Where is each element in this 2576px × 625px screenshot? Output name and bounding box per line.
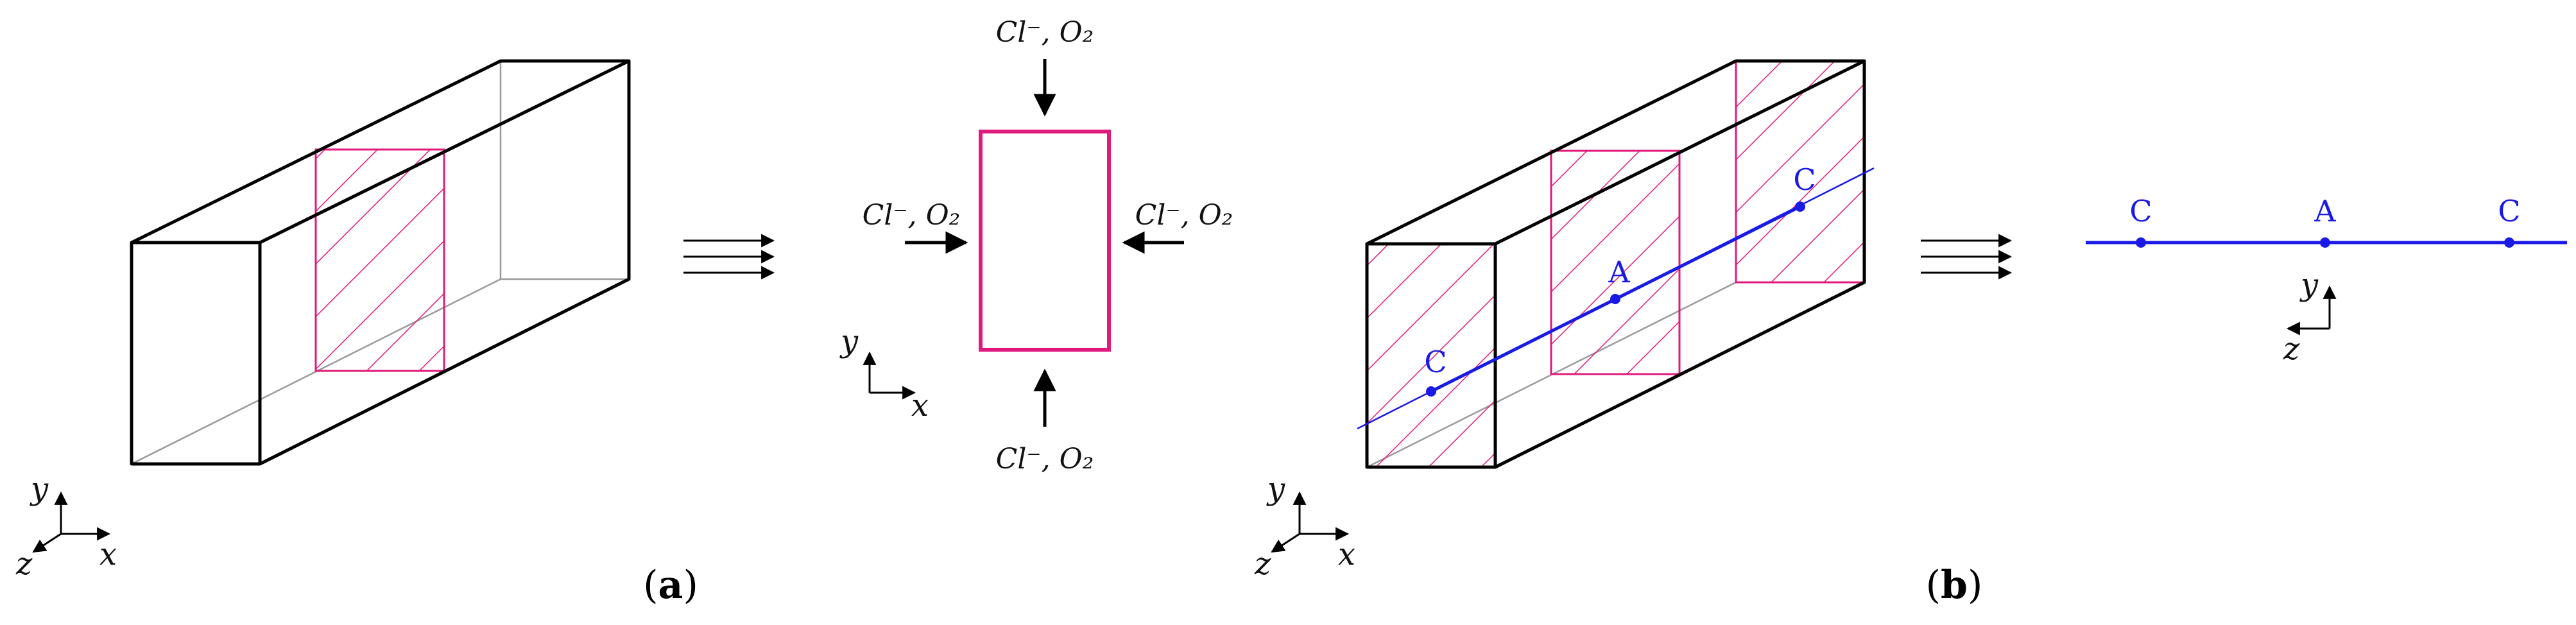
- line-point-label: C: [2498, 194, 2520, 228]
- caption-b: (b): [1926, 563, 1983, 608]
- axis-label-x: x: [99, 536, 117, 572]
- section-axis-x: x: [911, 388, 929, 424]
- flux-label-left: Cl⁻, O₂: [863, 199, 961, 232]
- point-label: C: [1793, 162, 1816, 197]
- point-marker: [2136, 237, 2146, 248]
- flux-label-bottom: Cl⁻, O₂: [996, 443, 1094, 475]
- line-1d: C A C y z: [2086, 194, 2567, 367]
- flux-label-top: Cl⁻, O₂: [996, 16, 1094, 49]
- flux-label-right: Cl⁻, O₂: [1135, 199, 1233, 232]
- transform-arrow-a: [683, 234, 775, 280]
- top-face: [1366, 59, 1866, 246]
- axis-label-y: y: [1266, 471, 1285, 507]
- front-face: [1365, 242, 1497, 469]
- cross-section-2d: Cl⁻, O₂ Cl⁻, O₂ Cl⁻, O₂ Cl⁻, O₂ y x: [839, 16, 1233, 475]
- right-face: [259, 61, 631, 466]
- line-point-label: C: [2129, 194, 2152, 228]
- axes-3d-b: y x z: [1254, 471, 1355, 582]
- front-face: [130, 241, 262, 466]
- prism-b: C A C: [1357, 59, 1875, 469]
- axis-label-y: y: [30, 471, 49, 507]
- line-axis-y: y: [2299, 267, 2319, 303]
- section-axis-y: y: [839, 323, 859, 359]
- point-label: A: [1608, 255, 1630, 289]
- axis-label-z: z: [15, 546, 33, 582]
- top-face: [130, 59, 631, 244]
- axis-label-x: x: [1338, 536, 1355, 572]
- point-marker: [1426, 386, 1436, 397]
- right-face: [1494, 61, 1866, 469]
- point-marker: [2504, 237, 2514, 248]
- point-marker: [2320, 237, 2330, 248]
- prism-a: [130, 59, 631, 466]
- axes-3d-a: y x z: [15, 471, 117, 582]
- line-point-label: A: [2314, 194, 2336, 228]
- transform-arrow-b: [1921, 234, 2013, 280]
- line-axis-z: z: [2283, 331, 2300, 367]
- caption-a: (a): [643, 563, 698, 608]
- point-marker: [1610, 294, 1620, 304]
- point-marker: [1795, 201, 1805, 212]
- section-rect: [979, 130, 1111, 352]
- axis-label-z: z: [1254, 546, 1271, 582]
- point-label: C: [1424, 345, 1447, 379]
